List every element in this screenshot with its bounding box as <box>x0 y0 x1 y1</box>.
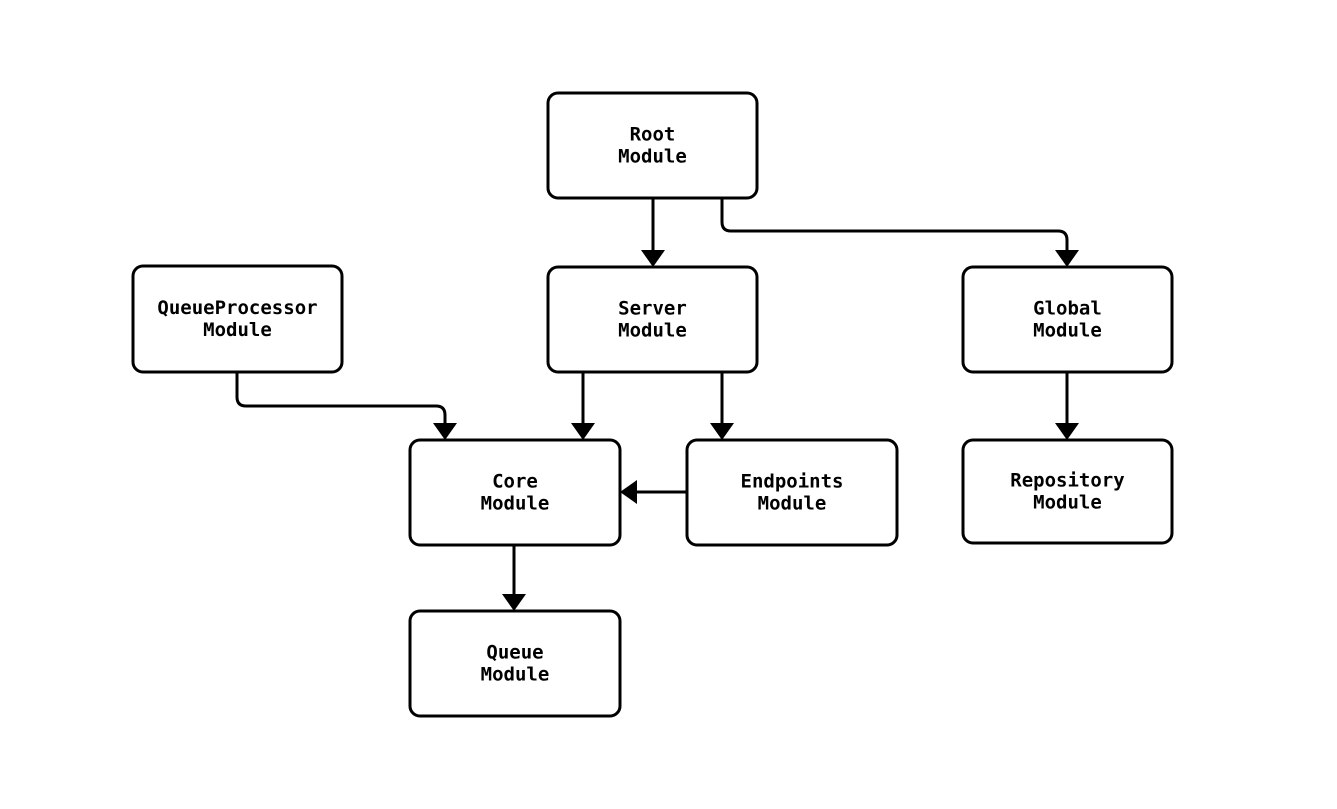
node-box <box>131 264 344 374</box>
edge-endpoints-core <box>620 480 687 504</box>
edge-root-global <box>720 198 1079 267</box>
edge-queueprocessor-core <box>235 372 457 440</box>
arrowhead-icon <box>1055 423 1079 440</box>
arrowhead-icon <box>620 480 637 504</box>
node-box <box>685 438 899 547</box>
edge-server-core <box>571 372 595 440</box>
node-box <box>408 438 622 547</box>
node-box <box>546 91 759 200</box>
edge-line <box>720 198 1069 253</box>
node-box <box>961 265 1174 374</box>
arrowhead-icon <box>1055 250 1079 267</box>
arrowhead-icon <box>502 594 526 611</box>
node-box <box>408 609 622 718</box>
edge-server-endpoints <box>710 372 734 440</box>
arrowhead-icon <box>710 423 734 440</box>
node-box <box>961 438 1174 545</box>
node-box <box>546 265 759 374</box>
edge-global-repository <box>1055 372 1079 440</box>
edge-core-queue <box>502 545 526 611</box>
edge-line <box>235 372 447 426</box>
arrowhead-icon <box>433 423 457 440</box>
arrowhead-icon <box>571 423 595 440</box>
edge-root-server <box>641 198 665 267</box>
arrowhead-icon <box>641 250 665 267</box>
